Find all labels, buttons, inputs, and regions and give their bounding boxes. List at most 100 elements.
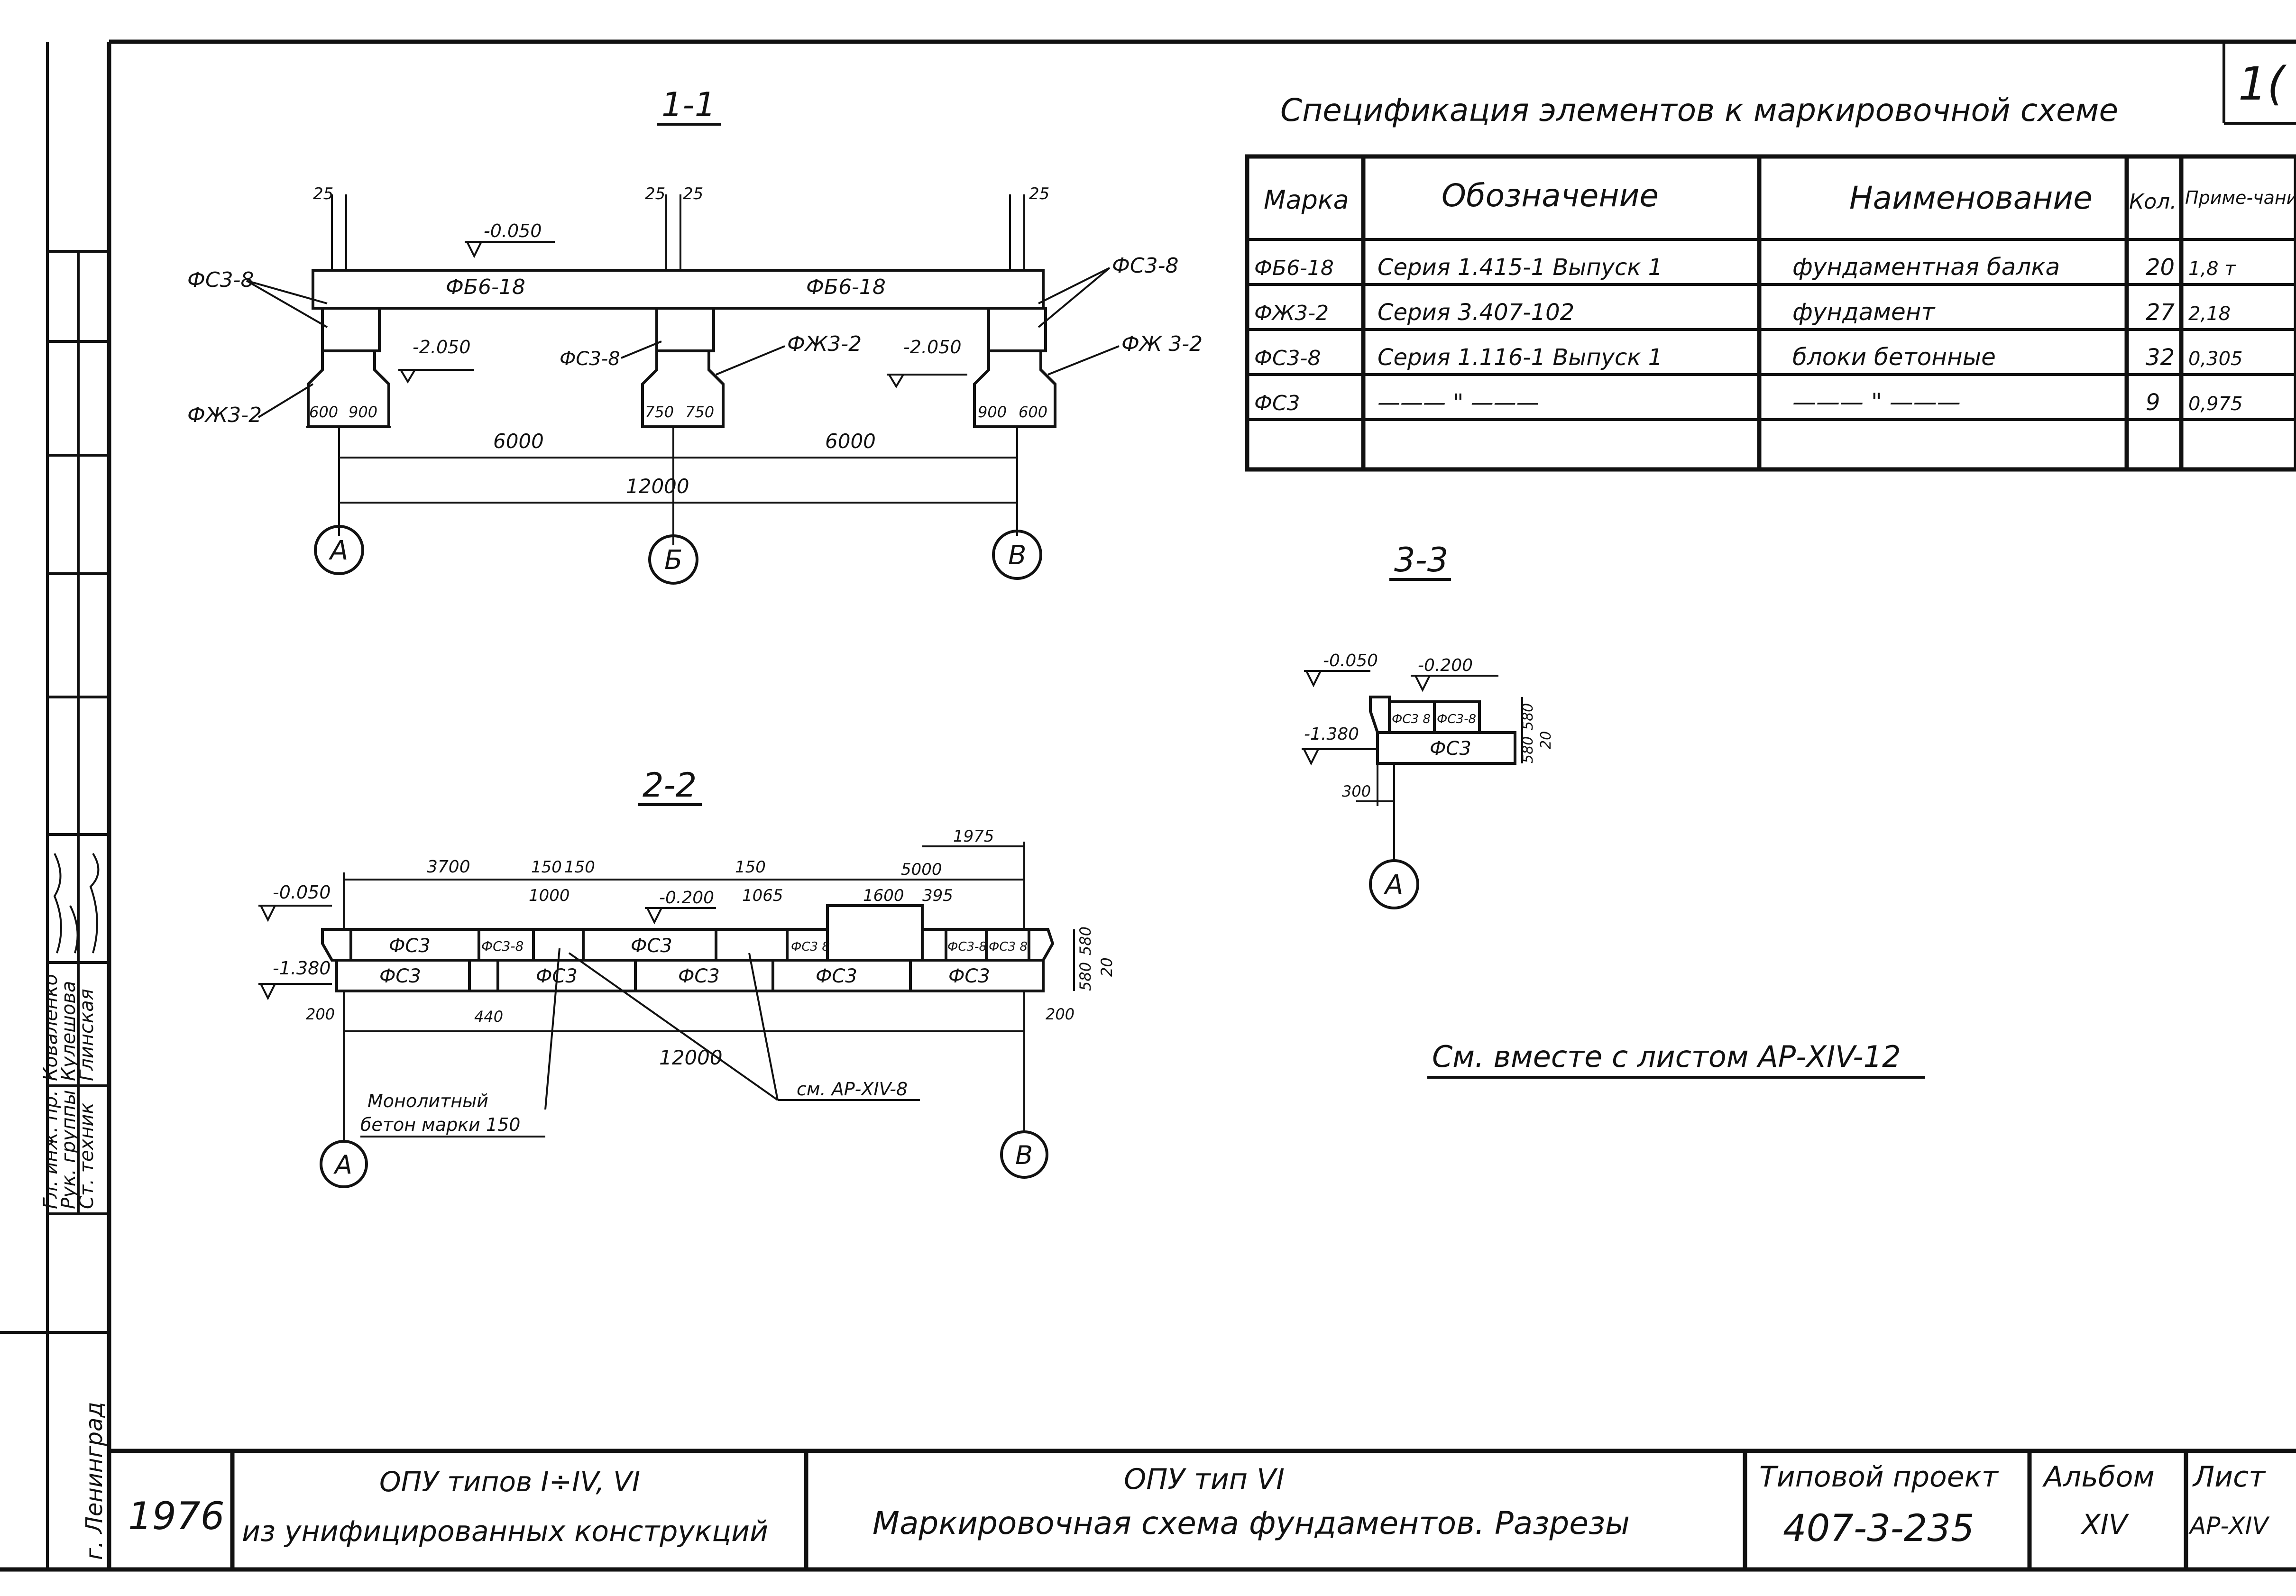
small-dim-440: 440 bbox=[474, 1008, 503, 1026]
top-dim-150c: 150 bbox=[735, 858, 766, 877]
name-chief-engineer: Коваленко bbox=[40, 974, 62, 1081]
title-project-line2: из унифицированных конструкций bbox=[242, 1515, 768, 1548]
upper-label-2: ФС3-8 bbox=[481, 938, 523, 954]
footing-c bbox=[973, 351, 1056, 428]
see-also-note: См. вместе с листом АР-XIV-12 bbox=[1432, 1039, 1901, 1074]
block-3-3-label-2: ФС3-8 bbox=[1437, 712, 1476, 726]
level-2-2-bottom: -1.380 bbox=[273, 958, 331, 979]
top-dim-3: 25 bbox=[683, 184, 703, 203]
axis-label-a-2-2: А bbox=[333, 1150, 352, 1180]
spec-rows: ФБ6-18 Серия 1.415-1 Выпуск 1 фундаментная… bbox=[1254, 253, 2243, 416]
title-typ-label: Типовой проект bbox=[1759, 1460, 1999, 1494]
level-1-1-left: -2.050 bbox=[413, 337, 471, 358]
top-dim-1000: 1000 bbox=[529, 886, 570, 905]
top-dim-1600: 1600 bbox=[863, 886, 904, 905]
small-dim-200-left: 200 bbox=[306, 1005, 335, 1023]
spec-cell-r3-c0: ФС3 bbox=[1254, 391, 1300, 415]
level-1-1-top: -0.050 bbox=[484, 220, 542, 241]
footing-label-3: ФЖ 3-2 bbox=[1121, 332, 1203, 356]
spec-cell-r2-c3: 32 bbox=[2146, 344, 2175, 371]
side-strip bbox=[0, 42, 109, 1569]
beam-end-left bbox=[321, 928, 352, 962]
note-concrete-line2: бетон марки 150 bbox=[360, 1114, 520, 1135]
beam-end-3-3 bbox=[1369, 696, 1391, 734]
top-dim-4: 25 bbox=[1029, 184, 1049, 203]
lower-block-5 bbox=[909, 959, 1045, 992]
opening bbox=[826, 904, 924, 962]
section-1-1-title: 1-1 bbox=[661, 85, 716, 124]
small-dim-200-right: 200 bbox=[1046, 1005, 1075, 1023]
spec-cell-r1-c1: Серия 3.407-102 bbox=[1378, 299, 1574, 326]
spec-cell-r3-c1: ——— " ——— bbox=[1378, 389, 1539, 416]
axis-v-2-2 bbox=[1000, 1130, 1048, 1179]
axis-label-a-3-3: А bbox=[1384, 870, 1403, 900]
level-2-2-mid: -0.200 bbox=[659, 888, 714, 908]
title-album-label: Альбом bbox=[2042, 1460, 2155, 1494]
block-3-3-label-3: ФС3 bbox=[1430, 738, 1471, 760]
top-dim-395: 395 bbox=[922, 886, 953, 905]
axis-label-v-2-2: В bbox=[1015, 1140, 1033, 1170]
right-dim-580-top: 580 bbox=[1076, 926, 1094, 955]
base-dim-1: 600 bbox=[309, 403, 338, 421]
spec-cell-r3-c2: ——— " ——— bbox=[1792, 388, 1961, 416]
spec-cell-r0-c4: 1,8 т bbox=[2188, 258, 2236, 280]
title-list-number: АР-XIV bbox=[2188, 1512, 2270, 1540]
lower-label-1: ФС3 bbox=[379, 965, 421, 987]
right-dim-20: 20 bbox=[1098, 957, 1116, 977]
spec-header-mark: Марка bbox=[1264, 185, 1349, 215]
axis-label-b-1-1: Б bbox=[664, 545, 682, 576]
upper-label-6: ФС3 8 bbox=[989, 940, 1028, 954]
block-label-2: ФС3-8 bbox=[560, 348, 620, 370]
foundation-beam-1-1 bbox=[312, 269, 1045, 310]
section-3-3-title: 3-3 bbox=[1394, 541, 1448, 579]
role-group-leader: Рук. группы bbox=[58, 1090, 80, 1209]
top-dim-3700: 3700 bbox=[427, 857, 470, 877]
spec-title: Спецификация элементов к маркировочной с… bbox=[1280, 92, 2118, 128]
spec-cell-r0-c0: ФБ6-18 bbox=[1254, 256, 1334, 280]
sheet-corner-number: 1( bbox=[2238, 57, 2287, 110]
role-senior-technician: Ст. техник bbox=[76, 1102, 98, 1209]
dim-3-3-20: 20 bbox=[1538, 731, 1554, 749]
spec-cell-r0-c1: Серия 1.415-1 Выпуск 1 bbox=[1378, 254, 1662, 281]
base-dim-6: 600 bbox=[1019, 403, 1047, 421]
title-year: 1976 bbox=[128, 1494, 225, 1538]
beam-end-right bbox=[1028, 928, 1055, 962]
level-3-3-bottom: -1.380 bbox=[1304, 725, 1359, 744]
lower-monolith bbox=[468, 959, 499, 992]
level-2-2-top: -0.050 bbox=[273, 882, 331, 903]
spec-cell-r2-c1: Серия 1.116-1 Выпуск 1 bbox=[1378, 344, 1662, 371]
footing-label-1: ФЖ3-2 bbox=[187, 403, 262, 427]
spec-cell-r1-c4: 2,18 bbox=[2188, 303, 2231, 325]
spec-header-qty: Кол. bbox=[2129, 190, 2177, 214]
top-dim-1065: 1065 bbox=[742, 886, 783, 905]
block-fs3-8-c bbox=[987, 307, 1047, 352]
top-dim-2: 25 bbox=[645, 184, 665, 203]
block-label-3: ФС3-8 bbox=[1112, 254, 1178, 278]
block-3-3-3 bbox=[1376, 731, 1516, 765]
section-2-2-title: 2-2 bbox=[643, 766, 697, 805]
span-1: 6000 bbox=[493, 430, 544, 453]
spec-cell-r0-c2: фундаментная балка bbox=[1792, 253, 2060, 281]
title-list-label: Лист bbox=[2192, 1460, 2266, 1494]
upper-label-5: ФС3-8 bbox=[947, 940, 987, 954]
section-1-1: 1-1 ФБ6-18 ФБ6-18 ФС3-8 ФС3-8 ФС3-8 ФЖ3-… bbox=[187, 85, 1203, 585]
total-1-1: 12000 bbox=[626, 475, 689, 498]
beam-label-2: ФБ6-18 bbox=[806, 275, 886, 299]
spec-header-designation: Обозначение bbox=[1442, 177, 1659, 214]
upper-label-1: ФС3 bbox=[389, 935, 431, 957]
base-dim-2: 900 bbox=[349, 403, 377, 421]
upper-monolith-3 bbox=[921, 928, 947, 962]
axis-a-1-1 bbox=[314, 525, 364, 575]
base-dim-3: 750 bbox=[645, 403, 674, 421]
axis-a-2-2 bbox=[320, 1140, 368, 1188]
axis-label-a-1-1: А bbox=[329, 535, 348, 566]
top-dim-150a: 150 bbox=[531, 858, 562, 877]
footing-b bbox=[641, 351, 725, 428]
spec-cell-r3-c3: 9 bbox=[2146, 389, 2160, 416]
title-typ-number: 407-3-235 bbox=[1783, 1507, 1975, 1550]
block-fs3-8-b bbox=[655, 307, 715, 352]
block-label-1: ФС3-8 bbox=[187, 268, 254, 292]
spec-cell-r3-c4: 0,975 bbox=[2188, 393, 2243, 415]
lower-label-5: ФС3 bbox=[948, 965, 990, 987]
